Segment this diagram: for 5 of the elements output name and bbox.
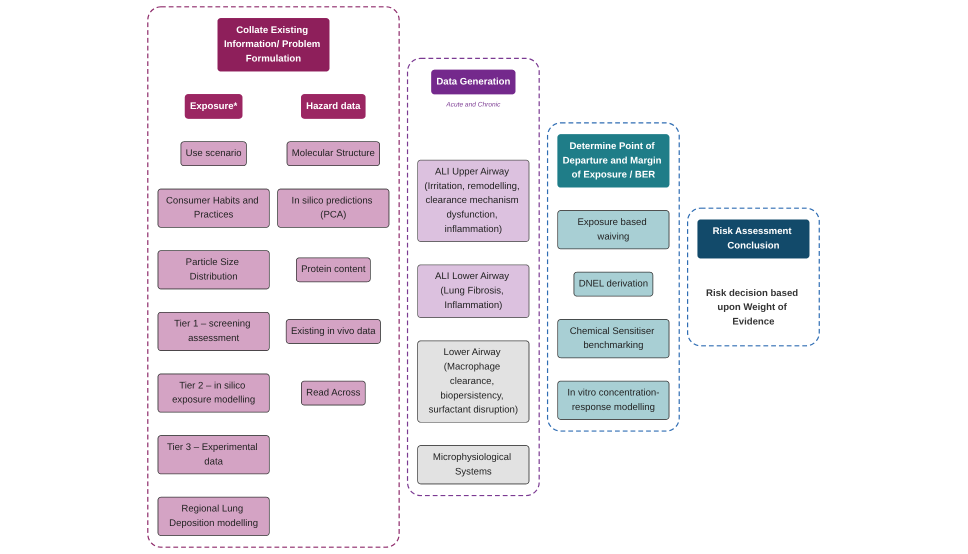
cluster: [687, 208, 820, 346]
node-text: Risk decision based upon Weight of Evidence: [706, 288, 799, 327]
cluster: [407, 58, 540, 496]
cluster: [148, 6, 400, 548]
cluster: [547, 122, 680, 432]
